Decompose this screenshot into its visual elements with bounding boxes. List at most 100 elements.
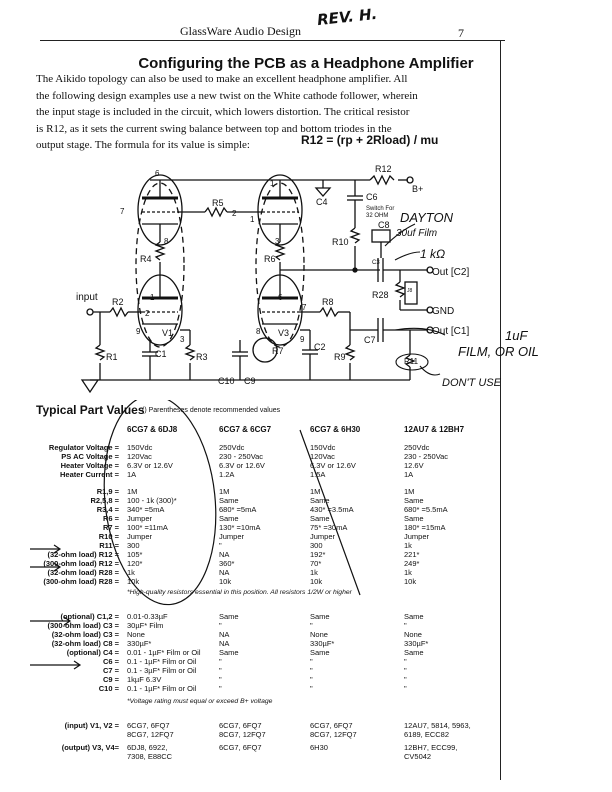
row-label: C10 = xyxy=(98,684,119,693)
pin-label: 2 xyxy=(232,209,237,218)
row-label: Heater Current = xyxy=(60,470,119,479)
label-gnd: GND xyxy=(432,306,454,317)
table-cell: 1M xyxy=(404,487,415,496)
header-rule xyxy=(40,40,505,41)
column-header: 6CG7 & 6H30 xyxy=(310,425,361,434)
table-cell: 250Vdc xyxy=(404,443,430,452)
label-c1: C1 xyxy=(155,349,167,359)
table-cell: 250Vdc xyxy=(219,443,245,452)
table-cell: 1k xyxy=(310,568,318,577)
table-cell: Same xyxy=(310,514,330,523)
label-switch-note-2: 32 OHM xyxy=(366,213,388,219)
table-cell: 230 - 250Vac xyxy=(404,452,449,461)
pin-label: 1 xyxy=(150,293,155,302)
intro-line: output stage. The formula for its value … xyxy=(36,139,250,151)
table-cell: Same xyxy=(219,514,239,523)
label-out-c1: Out [C1] xyxy=(432,326,469,337)
page-number: 7 xyxy=(458,26,464,40)
table-cell: 1M xyxy=(219,487,230,496)
handwritten-marks xyxy=(30,400,361,670)
table-cell: " xyxy=(310,621,313,630)
row-label: Regulator Voltage = xyxy=(48,443,119,452)
row-label: (optional) C4 = xyxy=(66,648,119,657)
label-bplus: B+ xyxy=(412,184,423,194)
table-cell: None xyxy=(404,630,422,639)
table-cell: NA xyxy=(219,639,230,648)
column-header: 6CG7 & 6DJ8 xyxy=(127,425,178,434)
table-cell: 680* =5.5mA xyxy=(404,505,448,514)
table-cell: NA xyxy=(219,550,230,559)
table-cell: 330µF* xyxy=(127,639,152,648)
row-label: Heater Voltage = xyxy=(60,461,119,470)
table-cell: 1A xyxy=(404,470,414,479)
label-c3: C3 xyxy=(372,260,380,266)
table-cell: 1M xyxy=(127,487,138,496)
table-cell: 10k xyxy=(404,577,417,586)
handwritten-ohm: 1 kΩ xyxy=(420,247,445,261)
pin-label: 9 xyxy=(300,335,305,344)
pin-label: 7 xyxy=(120,207,125,216)
table-cell: 150Vdc xyxy=(127,443,153,452)
table-cell: 12BH7, ECC99, CV5042 xyxy=(404,743,458,761)
row-label: R1,9 = xyxy=(96,487,119,496)
label-c10: C10 xyxy=(218,376,235,386)
label-c4: C4 xyxy=(316,197,328,207)
table-cell: 10k xyxy=(127,577,140,586)
row-label: (32-ohm load) R12 = xyxy=(47,550,119,559)
column-header: 6CG7 & 6CG7 xyxy=(219,425,272,434)
table-cell: " xyxy=(404,621,407,630)
row-label: (output) V3, V4= xyxy=(61,743,119,752)
table-cell: " xyxy=(404,675,407,684)
pin-label: 2 xyxy=(145,309,150,318)
table-cell: " xyxy=(219,541,222,550)
table-cell: 10k xyxy=(310,577,323,586)
label-r5: R5 xyxy=(212,198,224,208)
table-cell: 230 - 250Vac xyxy=(219,452,264,461)
table-cell: 30µF* Film xyxy=(127,621,164,630)
table-title: Typical Part Values xyxy=(36,403,145,417)
table-cell: Same xyxy=(219,648,239,657)
pin-label: 6 xyxy=(155,169,160,178)
row-label: (optional) C1,2 = xyxy=(60,612,119,621)
table-cell: 100 - 1k (300)* xyxy=(127,496,177,505)
table-cell: 360* xyxy=(219,559,235,568)
label-r6: R6 xyxy=(264,254,276,264)
table-cell: Jumper xyxy=(219,532,245,541)
table-cell: " xyxy=(310,657,313,666)
schematic-diagram: R12 B+ C6 C4 R5 R4 R6 R10 C8 C3 R28 J8 O… xyxy=(76,164,539,394)
table-cell: 1.5A xyxy=(310,470,326,479)
table-cell: Same xyxy=(310,648,330,657)
table-cell: " xyxy=(310,684,313,693)
handwritten-dont-use: DON'T USE xyxy=(442,377,502,389)
label-c9: C9 xyxy=(244,376,256,386)
capacitor-note: *Voltage rating must equal or exceed B+ … xyxy=(127,698,273,705)
table-cell: 300 xyxy=(310,541,323,550)
table-cell: 0.1 - 1µF* Film or Oil xyxy=(127,684,197,693)
row-label: R6 = xyxy=(102,514,119,523)
table-cell: 120Vac xyxy=(310,452,335,461)
label-r3: R3 xyxy=(196,352,208,362)
table-cell: 1.2A xyxy=(219,470,235,479)
table-cell: Same xyxy=(404,612,424,621)
table-cell: 330µF* xyxy=(404,639,429,648)
table-cell: 430* =3.5mA xyxy=(310,505,354,514)
table-cell: NA xyxy=(219,568,230,577)
table-cell: NA xyxy=(219,630,230,639)
label-r11: R11 xyxy=(404,357,419,366)
table-cell: 1A xyxy=(127,470,137,479)
table-cell: 192* xyxy=(310,550,326,559)
pin-label: 8 xyxy=(256,327,261,336)
table-cell: 1k xyxy=(404,568,412,577)
table-cell: Same xyxy=(310,612,330,621)
label-c6: C6 xyxy=(366,192,378,202)
table-cell: 0.1 - 1µF* Film or Oil xyxy=(127,657,197,666)
table-cell: 1k xyxy=(404,541,412,550)
table-cell: 0.01 - 1µF* Film or Oil xyxy=(127,648,201,657)
margin-rule xyxy=(500,40,501,780)
table-cell: 12AU7, 5814, 5963, 6189, ECC82 xyxy=(404,721,471,739)
pin-label: 9 xyxy=(136,327,141,336)
table-cell: Jumper xyxy=(310,532,336,541)
handwritten-rev-note: REV. H. xyxy=(316,4,379,30)
table-cell: 0.1 - 3µF* Film or Oil xyxy=(127,666,197,675)
row-label: (300-ohm load) R12 = xyxy=(43,559,119,568)
